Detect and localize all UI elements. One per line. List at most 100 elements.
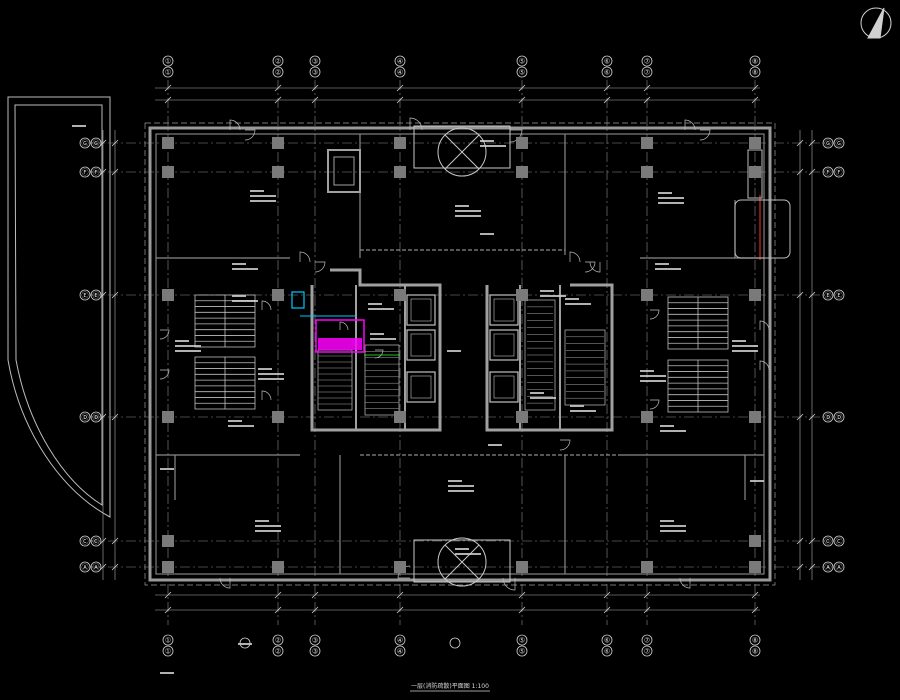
grid-bubble [516,634,528,646]
column [162,411,174,423]
grid-bubble [162,634,174,646]
column [162,561,174,573]
grid-bubble-label: ⑧ [752,58,758,66]
column [749,137,761,149]
grid-bubble-label: ⑤ [519,69,525,77]
grid-bubble [641,66,653,78]
grid-bubble-label: ⑥ [604,648,610,656]
column [749,289,761,301]
grid-bubble [822,289,834,301]
grid-bubble-label: ⑦ [644,69,650,77]
grid-bubble-label: Ⓕ [82,169,89,177]
grid-bubble-label: Ⓕ [825,169,832,177]
grid-bubble-label: Ⓖ [93,140,100,148]
grid-bubble [822,561,834,573]
grid-bubble-label: Ⓔ [93,292,100,300]
grid-bubble-label: Ⓓ [836,414,843,422]
grid-bubble-label: Ⓓ [82,414,89,422]
column [641,166,653,178]
grid-bubble [833,289,845,301]
grid-bubble-label: Ⓕ [836,169,843,177]
grid-bubble [833,166,845,178]
grid-bubble-label: ⑦ [644,58,650,66]
dimension-lines [102,87,813,611]
grid-bubble-label: Ⓖ [82,140,89,148]
grid-bubble [641,55,653,67]
dimension-ticks [99,84,816,614]
column [272,411,284,423]
column [162,137,174,149]
grid-bubble [272,634,284,646]
column [749,535,761,547]
column [162,289,174,301]
grid-bubble-label: ⑥ [604,69,610,77]
column [272,561,284,573]
grid-bubble-label: ③ [312,58,318,66]
grid-bubble-label: Ⓒ [93,538,100,546]
grid-bubble [394,634,406,646]
grid-bubble [79,137,91,149]
grid-bubble-label: ⑧ [752,637,758,645]
stair-blocks [194,294,729,413]
column [641,137,653,149]
grid-bubble [162,645,174,657]
revolving-doors [413,125,511,587]
grid-bubble-label: ⑧ [752,69,758,77]
grid-bubble [162,55,174,67]
column [516,166,528,178]
grid-bubble-label: ⑤ [519,648,525,656]
column [749,561,761,573]
grid-bubble [641,634,653,646]
north-arrow-icon [860,7,892,39]
grid-bubble [601,55,613,67]
grid-bubble-label: Ⓓ [93,414,100,422]
column [516,411,528,423]
grid-bubble [516,645,528,657]
column [394,289,406,301]
interior-walls [156,134,764,574]
column [394,411,406,423]
grid-bubble [394,55,406,67]
grid-bubble-label: Ⓒ [825,538,832,546]
grid-bubble [833,561,845,573]
column [641,289,653,301]
grid-bubble [90,289,102,301]
column [749,166,761,178]
grid-bubble-label: ① [165,637,171,645]
column [749,411,761,423]
grid-bubble [79,535,91,547]
grid-bubble [394,645,406,657]
highlight-markup [291,195,761,356]
structural-columns [162,137,761,573]
grid-bubble [79,561,91,573]
grid-bubble-label: Ⓔ [825,292,832,300]
grid-bubble-label: ⑥ [604,637,610,645]
grid-bubble [394,66,406,78]
column [641,561,653,573]
grid-bubble [833,535,845,547]
grid-bubble-label: ⑥ [604,58,610,66]
grid-bubble-label: ② [275,58,281,66]
grid-bubble [79,166,91,178]
grid-bubble-label: Ⓐ [825,564,832,572]
column [641,411,653,423]
grid-bubble [749,634,761,646]
grid-bubble [272,66,284,78]
column [162,535,174,547]
grid-bubble-label: Ⓒ [836,538,843,546]
grid-bubble [309,66,321,78]
grid-bubble-label: ① [165,69,171,77]
grid-bubble-label: ⑤ [519,58,525,66]
grid-bubble [90,137,102,149]
grid-bubble-label: ② [275,69,281,77]
right-equipment-box [734,149,791,259]
column [516,561,528,573]
column [394,561,406,573]
grid-bubble-label: Ⓔ [82,292,89,300]
grid-bubble-label: ③ [312,637,318,645]
grid-bubble-label: Ⓔ [836,292,843,300]
grid-bubble-label: Ⓒ [82,538,89,546]
grid-bubble-label: Ⓐ [93,564,100,572]
